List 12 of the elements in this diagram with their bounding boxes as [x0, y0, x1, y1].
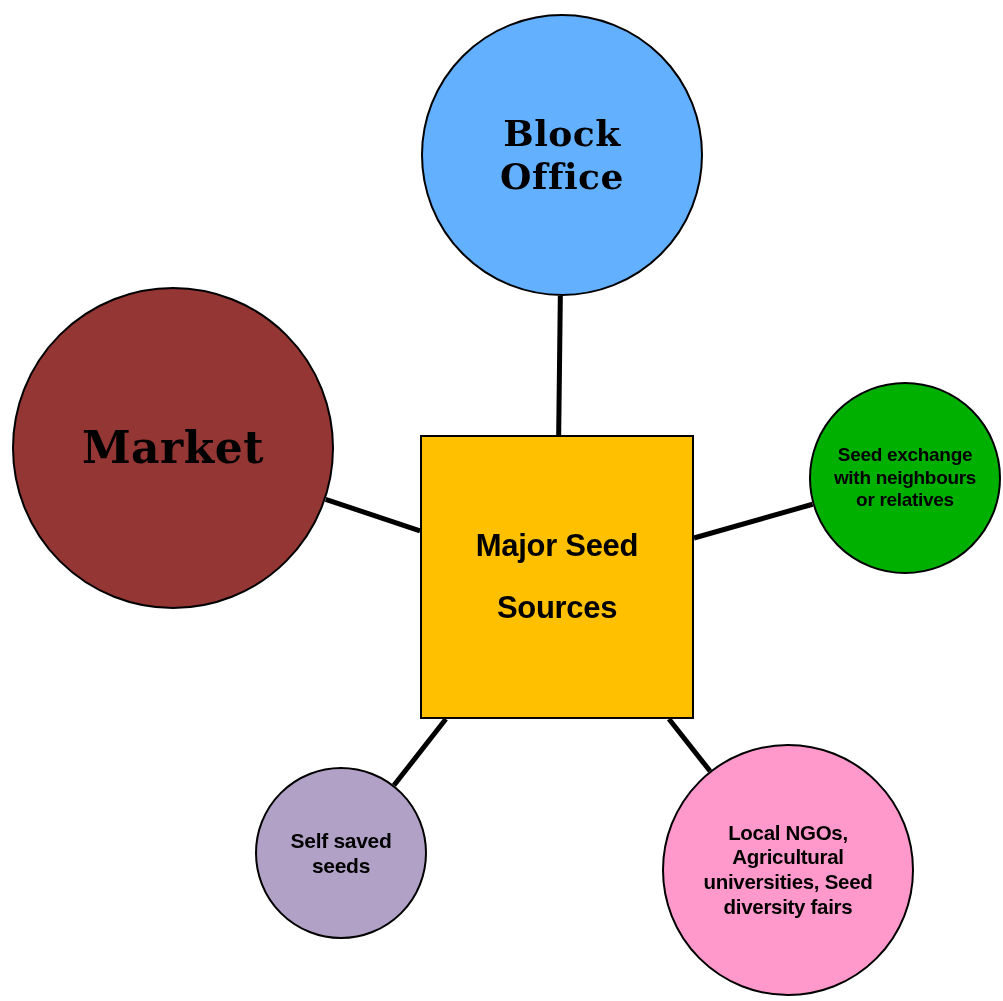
connector-line	[324, 496, 421, 534]
connector-line	[667, 717, 712, 773]
node-label: Major Seed Sources	[474, 527, 640, 627]
connector-line	[693, 501, 814, 541]
node-label: Local NGOs, Agricultural universities, Seed diversity fairs	[703, 820, 873, 920]
connector-line	[392, 717, 448, 787]
node-label: Block Office	[499, 111, 625, 199]
node-label: Seed exchange with neighbours or relatives	[832, 443, 978, 513]
connector-line	[556, 295, 563, 436]
node-label: Market	[80, 421, 266, 475]
node-label: Self saved seeds	[289, 827, 393, 879]
center-square	[420, 435, 694, 719]
